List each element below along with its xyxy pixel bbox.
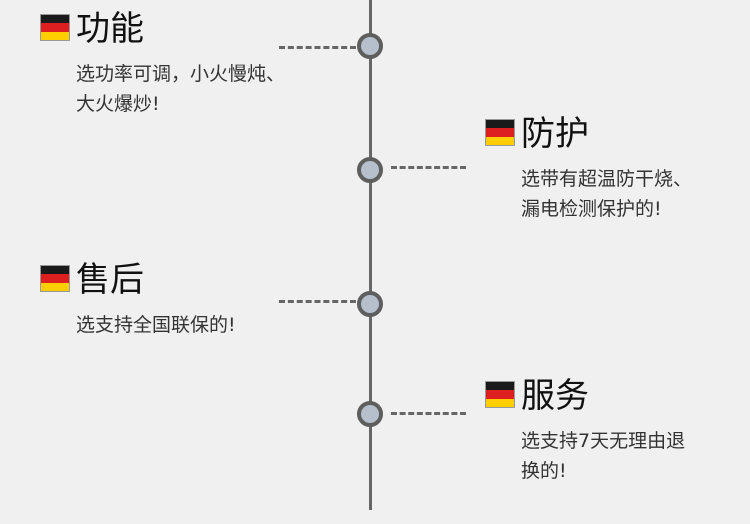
germany-flag-icon (40, 14, 70, 41)
connector-2 (391, 166, 466, 169)
description-line: 选支持全国联保的! (76, 314, 236, 336)
connector-1 (279, 46, 356, 49)
item-title: 售后 (76, 260, 144, 300)
timeline-node-4 (357, 401, 383, 427)
description-line: 选支持7天无理由退 (521, 430, 686, 452)
description-line: 选带有超温防干烧、 (521, 168, 693, 190)
item-title: 防护 (521, 114, 589, 154)
timeline-node-3 (357, 291, 383, 317)
connector-3 (279, 300, 356, 303)
description-line: 漏电检测保护的! (521, 198, 662, 220)
germany-flag-icon (40, 265, 70, 292)
description-line: 换的! (521, 460, 567, 482)
item-title: 服务 (521, 376, 589, 416)
timeline-node-2 (357, 157, 383, 183)
germany-flag-icon (485, 381, 515, 408)
item-description: 选带有超温防干烧、 漏电检测保护的! (521, 164, 692, 224)
germany-flag-icon (485, 119, 515, 146)
item-description: 选支持7天无理由退 换的! (521, 426, 685, 486)
item-description: 选功率可调，小火慢炖、 大火爆炒! (76, 59, 285, 119)
connector-4 (391, 412, 466, 415)
description-line: 大火爆炒! (76, 93, 160, 115)
timeline-node-1 (357, 33, 383, 59)
item-title: 功能 (76, 9, 144, 49)
description-line: 选功率可调，小火慢炖、 (76, 63, 286, 85)
timeline-axis (369, 0, 372, 510)
item-description: 选支持全国联保的! (76, 310, 236, 340)
